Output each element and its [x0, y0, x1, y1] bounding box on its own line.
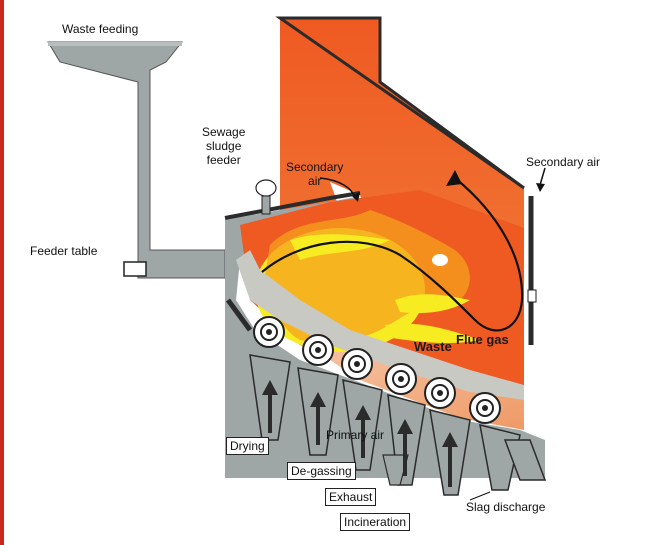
label-primary-air: Primary air: [326, 428, 384, 442]
label-incineration: Incineration: [340, 513, 410, 531]
grate-roller: [470, 393, 500, 423]
grate-roller: [342, 349, 372, 379]
grate-roller: [425, 378, 455, 408]
grate-roller: [254, 317, 284, 347]
label-flue-gas: Flue gas: [456, 333, 509, 347]
slag-discharge-leader: [470, 492, 490, 500]
label-de-gassing: De-gassing: [287, 462, 356, 480]
label-waste: Waste: [414, 340, 452, 354]
feeder-table: [124, 262, 146, 276]
secondary-air-arrow-right: [536, 168, 545, 192]
label-exhaust: Exhaust: [325, 488, 376, 506]
label-sewage-sludge-feeder: Sewage sludge feeder: [202, 125, 245, 167]
label-slag-discharge: Slag discharge: [466, 500, 545, 514]
secondary-air-nozzle-right: [528, 290, 536, 302]
flame-eye: [432, 254, 448, 266]
label-secondary-air-left: Secondary air: [286, 160, 343, 188]
grate-roller: [386, 364, 416, 394]
grate-roller: [303, 335, 333, 365]
label-feeder-table: Feeder table: [30, 244, 97, 258]
label-secondary-air-right: Secondary air: [526, 155, 600, 169]
label-drying: Drying: [226, 437, 269, 455]
label-waste-feeding: Waste feeding: [62, 22, 138, 36]
waste-feeding-hopper: [48, 42, 225, 278]
